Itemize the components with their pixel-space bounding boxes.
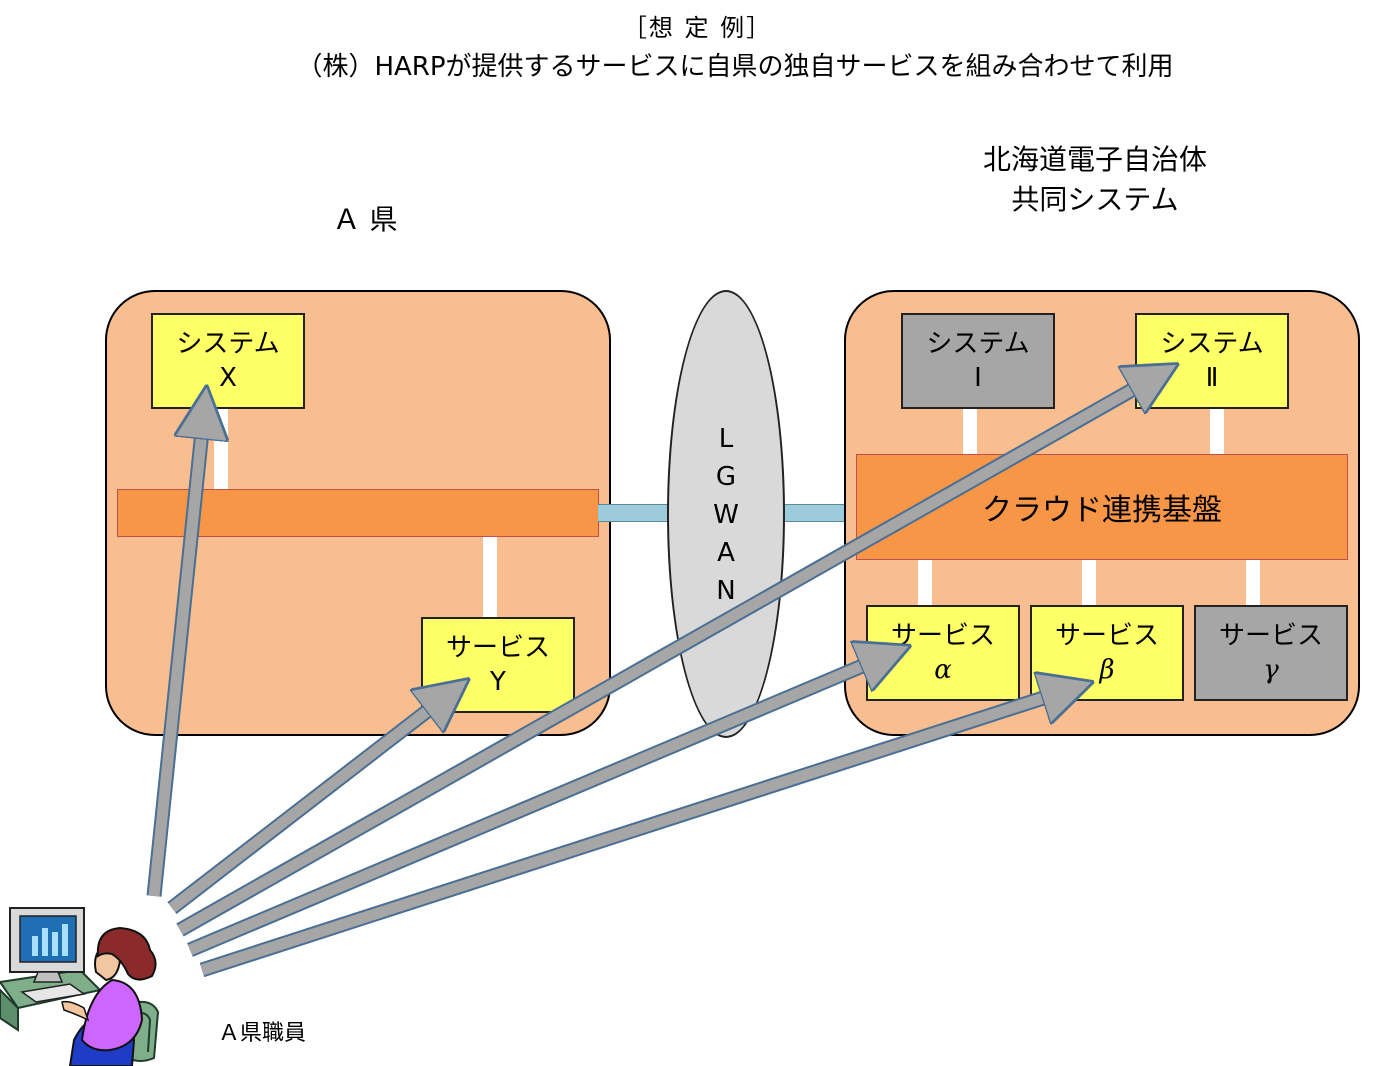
region-hokkaido-label: 北海道電子自治体 共同システム [930, 140, 1260, 220]
system-1-line1: システム [926, 329, 1030, 359]
lgwan-pipe-left [598, 504, 672, 522]
lgwan-letter-l: L [718, 424, 734, 454]
connector-alpha [918, 558, 932, 608]
service-gamma-box: サービス γ [1194, 605, 1348, 701]
service-y-line1: サービス [445, 633, 550, 663]
system-2-line1: システム [1160, 329, 1264, 359]
lgwan-letter-n: N [716, 576, 736, 606]
arrow-to-system-x [146, 412, 204, 897]
system-1-box: システム Ⅰ [901, 313, 1055, 409]
connector-system-1 [963, 408, 977, 456]
region-hokkaido-label-line1: 北海道電子自治体 [982, 143, 1207, 176]
staff-label: Ａ県職員 [218, 1021, 307, 1046]
lgwan-letter-w: W [713, 500, 739, 530]
arrow-to-service-y [167, 695, 448, 914]
cloud-platform-label: クラウド連携基盤 [982, 493, 1222, 528]
system-1-line2: Ⅰ [974, 363, 982, 393]
system-2-line2: Ⅱ [1205, 363, 1219, 393]
lgwan-letter-g: G [715, 462, 737, 492]
service-gamma-line1: サービス [1218, 621, 1323, 651]
arrow-to-service-beta [199, 690, 1068, 978]
connector-system-2 [1210, 408, 1224, 456]
diagram-title: ［想 定 例］ [622, 14, 773, 42]
diagram-subtitle: （株）HARPが提供するサービスに自県の独自サービスを組み合わせて利用 [296, 52, 1174, 82]
arrow-to-service-alpha [187, 656, 886, 957]
service-beta-line1: サービス [1054, 621, 1159, 651]
computer-monitor-icon [9, 907, 85, 983]
connector-beta [1082, 558, 1096, 608]
service-y-line2: Y [490, 667, 506, 697]
lgwan-label: L G W A N [667, 420, 785, 610]
arrow-to-system-2 [176, 377, 1155, 937]
service-alpha-line2: α [934, 655, 952, 685]
lgwan-pipe-right [780, 504, 850, 522]
staff-member-icon [61, 926, 157, 1066]
connector-y [483, 536, 497, 618]
region-a-label: Ａ 県 [332, 203, 398, 236]
system-x-line1: システム [176, 329, 280, 359]
keyboard-icon [20, 983, 86, 1003]
connector-gamma [1246, 558, 1260, 608]
service-gamma-line2: γ [1263, 655, 1279, 685]
lgwan-network [667, 290, 785, 738]
service-beta-line2: β [1099, 655, 1115, 685]
staff-user-illustration [0, 907, 160, 1066]
lgwan-letter-a: A [717, 538, 735, 568]
region-hokkaido-label-line2: 共同システム [1011, 183, 1179, 216]
